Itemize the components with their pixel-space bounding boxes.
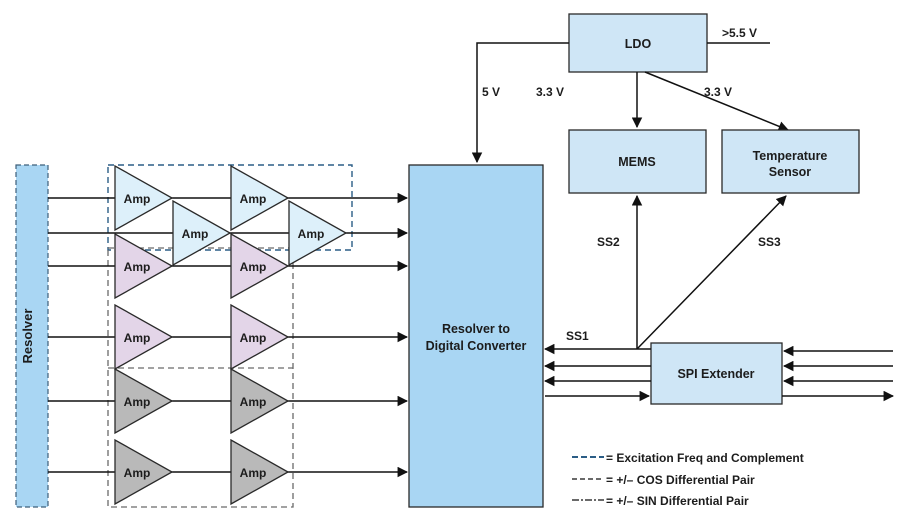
legend-label-excitation: = Excitation Freq and Complement (606, 451, 804, 465)
resolver-block (15, 164, 49, 508)
amp-label: Amp (124, 395, 151, 409)
label-5v: 5 V (482, 85, 500, 99)
mems-block (568, 129, 707, 194)
amp-cos-2: Amp (230, 232, 290, 300)
amp-label: Amp (240, 331, 267, 345)
amp-sin-3: Amp (114, 438, 174, 506)
amp-label: Amp (240, 466, 267, 480)
rdc-label-line2: Digital Converter (426, 339, 527, 353)
legend-label-sin: = +/– SIN Differential Pair (606, 494, 749, 508)
amp-sin-4: Amp (230, 438, 290, 506)
label-3v3-left: 3.3 V (536, 85, 564, 99)
amp-sin-2: Amp (230, 367, 290, 435)
amp-exc-4: Amp (288, 199, 348, 267)
temp-label-line1: Temperature (753, 149, 828, 163)
amp-label: Amp (182, 227, 209, 241)
wire-ss3 (636, 195, 787, 350)
amp-cos-1: Amp (114, 232, 174, 300)
label-ss3: SS3 (758, 235, 781, 249)
label-ss1: SS1 (566, 329, 589, 343)
temp-label-line2: Sensor (769, 165, 812, 179)
legend: = Excitation Freq and Complement = +/– C… (572, 451, 804, 508)
amp-cos-3: Amp (114, 303, 174, 371)
legend-label-cos: = +/– COS Differential Pair (606, 473, 755, 487)
amp-label: Amp (240, 260, 267, 274)
amp-exc-1: Amp (114, 164, 174, 232)
wire-5v (471, 42, 569, 164)
vin-label: >5.5 V (722, 26, 757, 40)
amp-label: Amp (298, 227, 325, 241)
amp-label: Amp (124, 260, 151, 274)
ldo-label: LDO (625, 37, 652, 51)
label-3v3-right: 3.3 V (704, 85, 732, 99)
label-ss2: SS2 (597, 235, 620, 249)
mems-label: MEMS (618, 155, 656, 169)
wire-3v3-temp (644, 71, 789, 132)
amp-label: Amp (240, 395, 267, 409)
amp-cos-4: Amp (230, 303, 290, 371)
amp-label: Amp (240, 192, 267, 206)
amp-sin-1: Amp (114, 367, 174, 435)
spi-extender-block (650, 342, 783, 405)
resolver-label: Resolver (20, 309, 35, 364)
amp-exc-2: Amp (230, 164, 290, 232)
excitation-group-outline (107, 164, 353, 251)
amp-label: Amp (124, 466, 151, 480)
rdc-label-line1: Resolver to (442, 322, 510, 336)
amp-label: Amp (124, 331, 151, 345)
temp-sensor-block (721, 129, 860, 194)
rdc-block (408, 164, 544, 508)
ldo-block (568, 13, 708, 73)
amp-label: Amp (124, 192, 151, 206)
amp-exc-3: Amp (172, 199, 232, 267)
spi-label: SPI Extender (677, 367, 754, 381)
